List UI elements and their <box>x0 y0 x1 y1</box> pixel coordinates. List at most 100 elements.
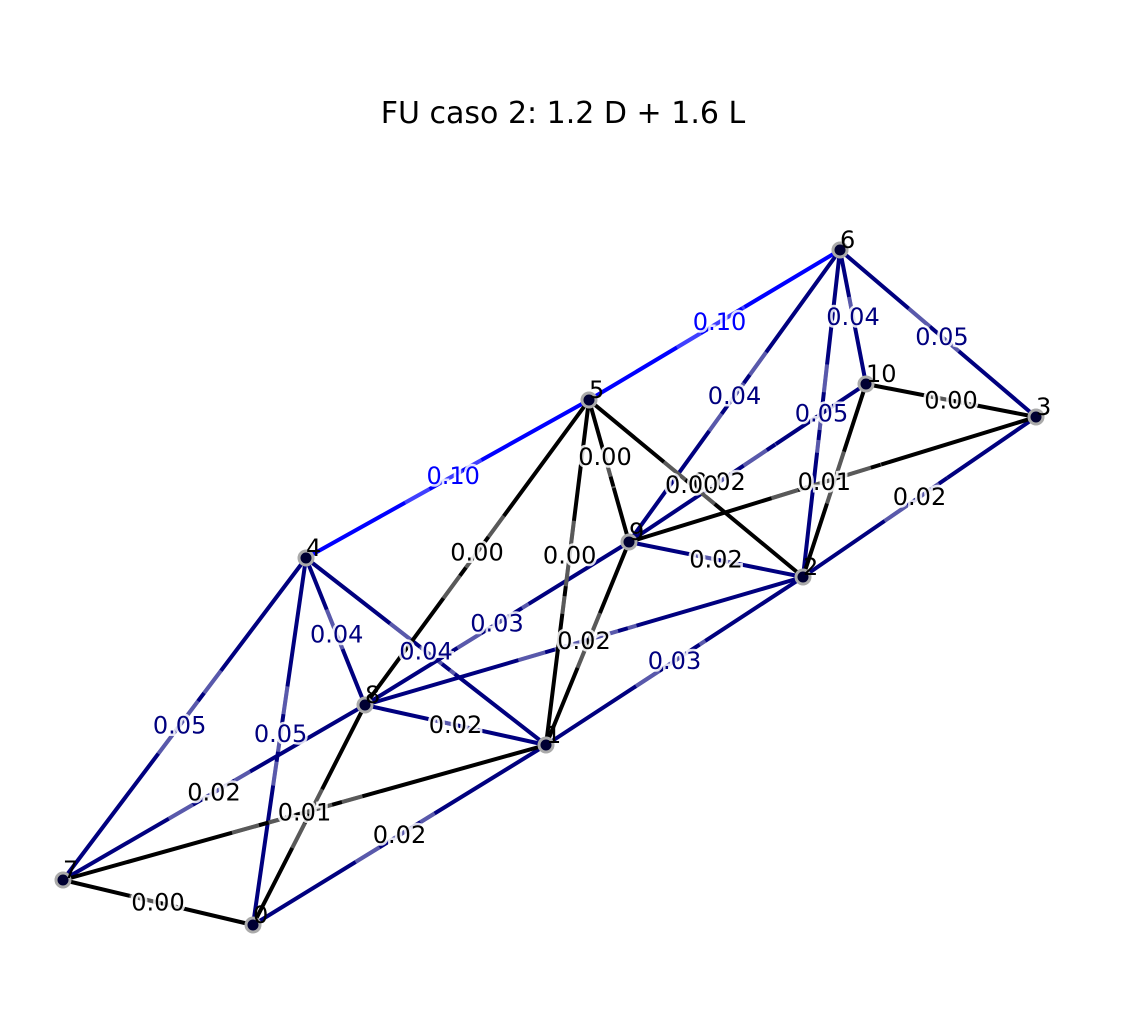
member-label-halo-4-5: 0.10 <box>426 462 479 490</box>
member-highlight-10-2 <box>825 450 846 505</box>
node-label-0: 0 <box>253 901 268 929</box>
member-label-halo-4-7: 0.05 <box>153 711 206 739</box>
node-label-10: 10 <box>866 360 897 388</box>
member-label-5-2: 0.00 <box>665 471 718 499</box>
member-4-5 <box>304 398 591 560</box>
member-highlight-0-1 <box>354 811 436 864</box>
member-0-8 <box>251 703 367 927</box>
member-5-1 <box>544 398 591 747</box>
member-label-4-5: 0.10 <box>426 462 479 490</box>
diagram-title: FU caso 2: 1.2 D + 1.6 L <box>380 96 746 131</box>
member-label-4-7: 0.05 <box>153 711 206 739</box>
node-label-4: 4 <box>306 534 321 562</box>
member-8-2 <box>363 575 805 707</box>
member-label-7-1: 0.01 <box>278 799 331 827</box>
member-label-halo-2-3: 0.02 <box>893 483 946 511</box>
member-label-8-9: 0.03 <box>470 610 523 638</box>
member-label-halo-10-3: 0.00 <box>924 387 977 415</box>
member-2-3 <box>801 415 1038 579</box>
member-label-halo-5-2: 0.00 <box>665 471 718 499</box>
member-highlight-9-1 <box>575 612 602 669</box>
member-label-10-3: 0.00 <box>924 387 977 415</box>
member-label-halo-8-5: 0.00 <box>450 539 503 567</box>
member-6-3 <box>838 248 1038 419</box>
member-highlight-10-3 <box>925 393 972 407</box>
member-8-9 <box>363 540 631 707</box>
member-label-halo-6-10: 0.04 <box>826 303 879 331</box>
member-label-2-3: 0.02 <box>893 483 946 511</box>
node-5 <box>580 391 598 409</box>
member-label-halo-8-1: 0.02 <box>429 711 482 739</box>
node-1 <box>537 736 555 754</box>
member-6-10 <box>838 248 868 386</box>
member-highlight-4-0 <box>271 686 290 786</box>
node-label-2: 2 <box>803 553 818 581</box>
member-highlight-4-5 <box>404 458 483 505</box>
member-label-6-3: 0.05 <box>915 323 968 351</box>
member-highlight-5-9 <box>601 449 616 489</box>
node-3 <box>1027 408 1045 426</box>
node-label-7: 7 <box>63 856 78 884</box>
member-9-10 <box>627 382 868 544</box>
member-label-halo-4-1: 0.04 <box>399 638 452 666</box>
member-label-6-10: 0.04 <box>826 303 879 331</box>
member-highlight-8-1 <box>427 717 478 732</box>
member-label-9-10: 0.02 <box>692 468 745 496</box>
member-10-3 <box>864 382 1038 419</box>
member-8-5 <box>363 398 591 707</box>
member-label-6-2: 0.05 <box>795 400 848 428</box>
member-label-0-1: 0.02 <box>373 821 426 849</box>
member-highlight-9-3 <box>770 462 882 501</box>
member-label-halo-9-10: 0.02 <box>692 468 745 496</box>
member-label-halo-4-8: 0.04 <box>310 620 363 648</box>
member-8-1 <box>363 703 548 747</box>
member-label-halo-9-2: 0.02 <box>689 546 742 574</box>
member-highlight-6-2 <box>815 364 830 453</box>
node-10 <box>857 375 875 393</box>
member-label-4-8: 0.04 <box>310 620 363 648</box>
node-7 <box>54 871 72 889</box>
member-label-halo-5-9: 0.00 <box>578 443 631 471</box>
member-highlight-4-8 <box>324 608 345 650</box>
member-highlight-5-1 <box>560 520 576 615</box>
member-highlight-9-10 <box>710 442 778 489</box>
member-5-6 <box>587 248 842 402</box>
member-10-2 <box>801 382 868 579</box>
member-highlight-2-3 <box>883 476 949 523</box>
member-label-halo-5-1: 0.00 <box>543 541 596 569</box>
member-highlight-5-6 <box>675 305 746 350</box>
member-label-8-5: 0.00 <box>450 539 503 567</box>
member-highlight-9-2 <box>689 552 738 566</box>
member-5-2 <box>587 398 805 579</box>
node-6 <box>831 241 849 259</box>
member-label-1-2: 0.03 <box>648 647 701 675</box>
member-label-halo-7-1: 0.01 <box>278 799 331 827</box>
member-7-1 <box>61 743 548 882</box>
member-label-halo-1-2: 0.03 <box>648 647 701 675</box>
member-label-halo-5-6: 0.10 <box>693 308 746 336</box>
node-2 <box>794 568 812 586</box>
member-label-halo-9-3: 0.01 <box>798 468 851 496</box>
member-0-1 <box>251 743 548 927</box>
member-label-5-1: 0.00 <box>543 541 596 569</box>
member-4-7 <box>61 556 308 882</box>
member-highlight-7-0 <box>129 893 182 910</box>
member-9-3 <box>627 415 1038 544</box>
member-highlight-7-8 <box>167 769 252 821</box>
member-label-4-1: 0.04 <box>399 638 452 666</box>
node-4 <box>297 549 315 567</box>
member-highlight-7-1 <box>231 794 363 835</box>
node-0 <box>244 916 262 934</box>
member-highlight-8-9 <box>456 602 530 650</box>
member-label-5-6: 0.10 <box>693 308 746 336</box>
member-label-7-0: 0.00 <box>131 889 184 917</box>
member-highlight-6-9 <box>707 351 768 433</box>
node-8 <box>356 696 374 714</box>
member-highlight-8-2 <box>517 623 638 663</box>
member-label-4-0: 0.05 <box>254 720 307 748</box>
member-highlight-4-7 <box>153 669 223 759</box>
member-label-halo-8-9: 0.03 <box>470 610 523 638</box>
member-highlight-6-3 <box>907 306 963 356</box>
node-label-9: 9 <box>629 518 644 546</box>
